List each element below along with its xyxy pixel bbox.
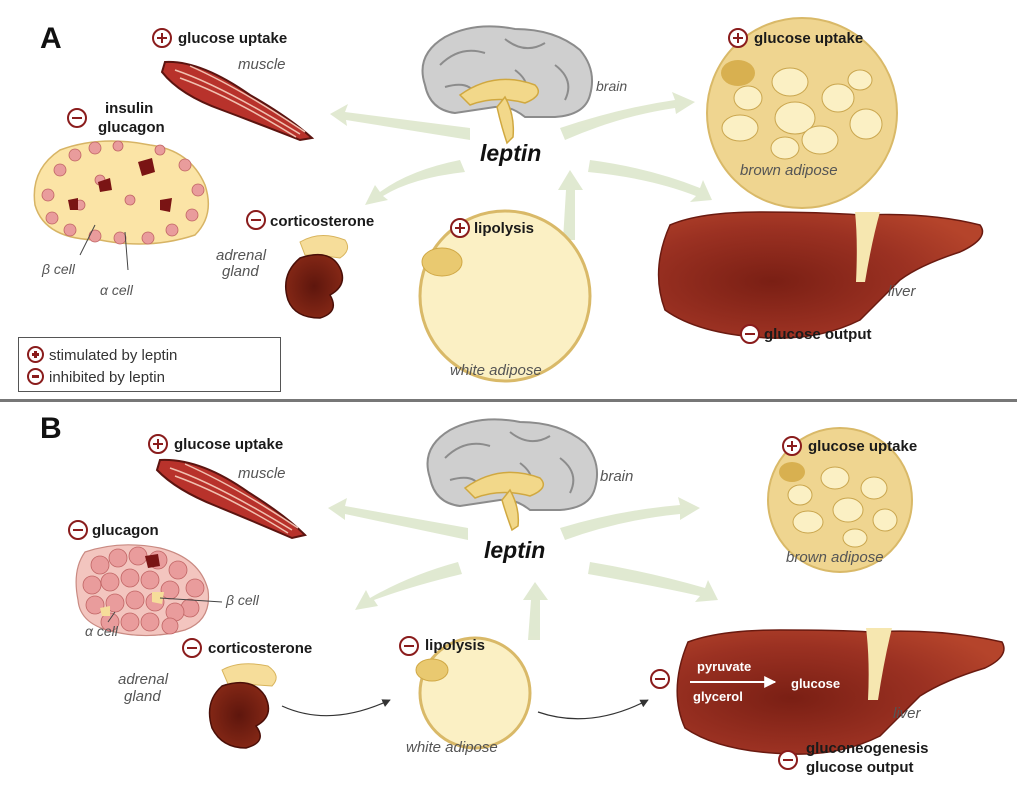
brain-a-label: brain [596,79,627,93]
white-adipose-a-effect: lipolysis [474,221,534,236]
adrenal-a-label-2: gland [222,264,259,279]
minus-sign-icon [67,108,87,128]
minus-sign-icon [246,210,266,230]
arrow-adrenal-to-white-adipose [282,700,390,716]
panel-a-letter: A [40,22,62,56]
brain-b-label: brain [600,469,633,484]
glycerol-label: glycerol [693,689,743,704]
liver-b-effect-2: glucose output [806,760,914,775]
arrow-from-white-adipose [558,170,583,240]
minus-sign-icon [182,638,202,658]
panel-b-arrows [328,497,718,640]
liver-b-label: liver [893,706,921,721]
brown-adipose-a-effect: glucose uptake [754,31,863,46]
liver-a-shape [659,212,983,338]
arrow-to-liver [588,160,712,202]
pancreas-a-effect-insulin: insulin [105,101,153,116]
white-adipose-a-label: white adipose [450,363,542,378]
leptin-b-label: leptin [484,537,545,564]
adrenal-a-effect: corticosterone [270,214,374,229]
pancreas-a-shape [34,141,208,270]
liver-a-label: liver [888,284,916,299]
muscle-a-label: muscle [238,57,286,72]
arrow-white-adipose-to-liver [538,700,648,719]
arrow-to-muscle-b [328,498,468,540]
adrenal-b-shape [210,664,277,748]
arrow-to-adrenal-b [355,562,462,610]
legend-stimulated: stimulated by leptin [49,347,177,364]
alpha-cell-b-label: α cell [85,624,118,638]
beta-cell-a-label: β cell [42,262,75,276]
alpha-cell-a-label: α cell [100,283,133,297]
white-adipose-b-label: white adipose [406,740,498,755]
white-adipose-b-shape [416,638,530,748]
arrow-to-adrenal [365,160,465,205]
panel-divider [0,399,1017,402]
plus-sign-icon [782,436,802,456]
legend: stimulated by leptin inhibited by leptin [18,337,281,392]
pancreas-a-effect-glucagon: glucagon [98,120,165,135]
adrenal-a-label-1: adrenal [216,248,266,263]
minus-sign-icon [27,368,44,385]
leptin-a-label: leptin [480,140,541,167]
legend-inhibited: inhibited by leptin [49,369,165,386]
minus-sign-icon [650,669,670,689]
adrenal-b-effect: corticosterone [208,641,312,656]
minus-sign-icon [778,750,798,770]
pancreas-b-effect: glucagon [92,523,159,538]
plus-sign-icon [152,28,172,48]
minus-sign-icon [68,520,88,540]
adrenal-a-shape [286,235,348,318]
brown-adipose-a-label: brown adipose [740,163,838,178]
plus-sign-icon [27,346,44,363]
brown-adipose-b-effect: glucose uptake [808,439,917,454]
adrenal-b-label-2: gland [124,689,161,704]
panel-b-letter: B [40,412,62,446]
minus-sign-icon [399,636,419,656]
beta-cell-b-label: β cell [226,593,259,607]
brain-b-shape [428,419,598,530]
brown-adipose-b-label: brown adipose [786,550,884,565]
muscle-a-shape [162,62,312,140]
pancreas-b-shape [76,545,222,636]
minus-sign-icon [740,324,760,344]
plus-sign-icon [728,28,748,48]
adrenal-b-label-1: adrenal [118,672,168,687]
arrow-from-white-adipose-b [523,582,548,640]
pyruvate-label: pyruvate [697,659,751,674]
muscle-b-label: muscle [238,466,286,481]
plus-sign-icon [450,218,470,238]
liver-a-effect: glucose output [764,327,872,342]
liver-b-effect-1: gluconeogenesis [806,741,929,756]
plus-sign-icon [148,434,168,454]
muscle-b-effect: glucose uptake [174,437,283,452]
arrow-to-liver-b [588,562,718,602]
muscle-a-effect: glucose uptake [178,31,287,46]
glucose-label: glucose [791,676,840,691]
white-adipose-b-effect: lipolysis [425,638,485,653]
